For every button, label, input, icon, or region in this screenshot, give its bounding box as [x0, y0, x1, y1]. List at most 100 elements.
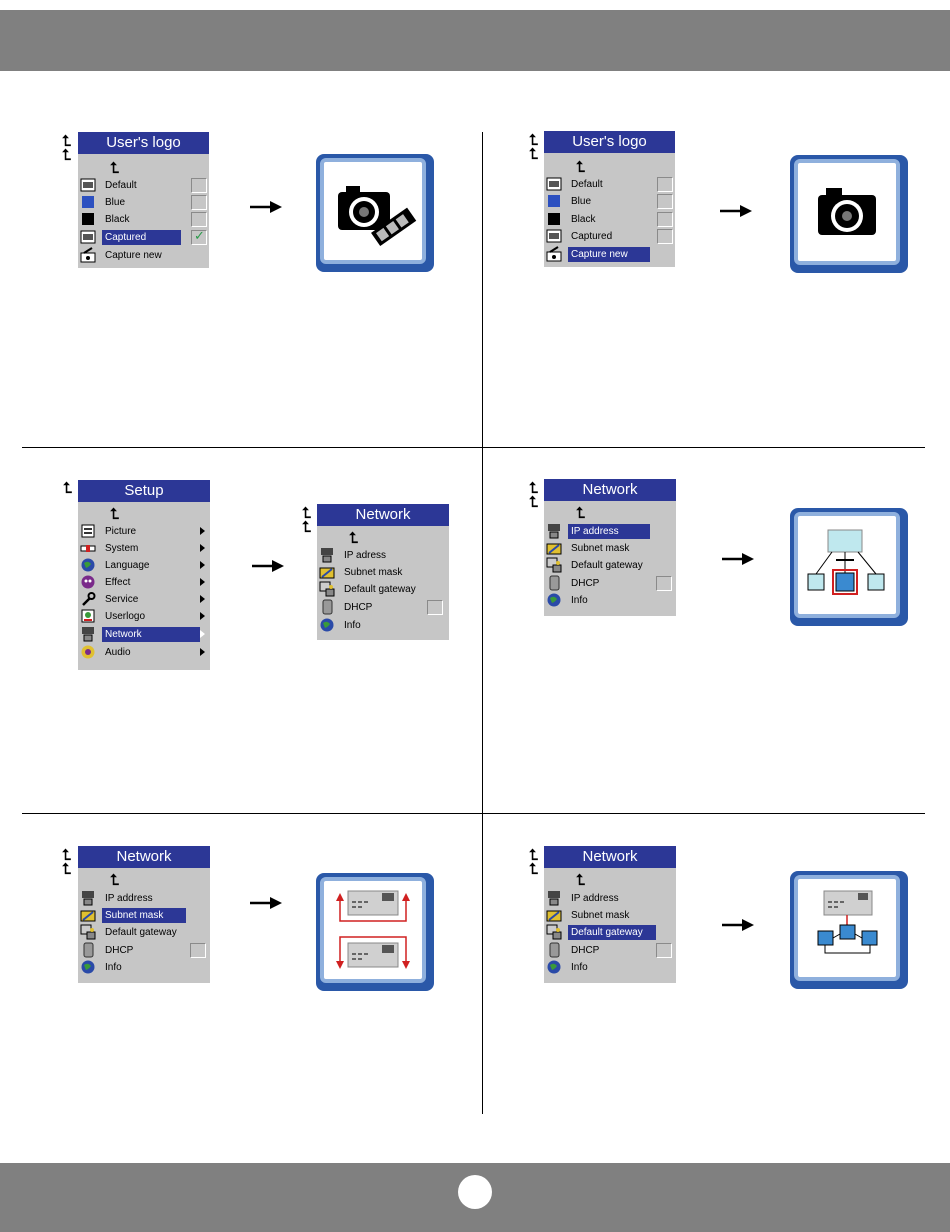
user-logo-menu: User's logo ⮤ Default Blue Black Capture…	[78, 132, 209, 268]
menu-item-blue[interactable]: Blue	[78, 194, 209, 211]
logo-default-icon	[80, 178, 96, 192]
info-globe-icon	[547, 593, 561, 607]
menu-item-default[interactable]: Default	[544, 176, 675, 193]
back-arrow-icon[interactable]: ⮤	[62, 146, 71, 164]
menu-item-dhcp[interactable]: DHCP	[544, 942, 676, 959]
menu-item-default-gateway[interactable]: Default gateway	[544, 557, 676, 574]
menu-item-subnet-mask[interactable]: Subnet mask	[78, 907, 210, 924]
menu-item-ip-address[interactable]: IP address	[78, 890, 210, 907]
subnet-mask-icon	[319, 567, 335, 579]
info-globe-icon	[547, 960, 561, 974]
ip-address-icon	[321, 548, 333, 563]
back-arrow-icon[interactable]: ⮤	[529, 493, 538, 511]
back-arrow-icon[interactable]: ⮤	[529, 131, 538, 149]
menu-item-dhcp[interactable]: DHCP	[317, 599, 449, 616]
logo-default-icon	[546, 177, 562, 191]
menu-item-captured[interactable]: Captured	[544, 228, 675, 245]
menu-item-label: Subnet mask	[571, 543, 630, 554]
menu-item-label: Black	[105, 214, 130, 225]
checkbox[interactable]	[191, 178, 207, 193]
menu-item-info[interactable]: Info	[544, 592, 676, 609]
back-arrow-icon[interactable]: ⮤	[302, 504, 311, 522]
checkbox[interactable]	[427, 600, 443, 615]
menu-item-capture-new[interactable]: Capture new	[544, 246, 675, 263]
menu-item-default[interactable]: Default	[78, 177, 209, 194]
checkbox[interactable]	[657, 229, 673, 244]
menu-item-capture-new[interactable]: Capture new	[78, 247, 209, 264]
dhcp-icon	[322, 599, 333, 615]
black-swatch-icon	[548, 213, 560, 225]
menu-item-ip-address[interactable]: IP address	[544, 523, 676, 540]
default-gateway-icon	[546, 557, 562, 573]
camera-icon	[338, 186, 417, 247]
back-arrow-icon[interactable]: ⮤	[62, 860, 71, 878]
menu-item-label: Effect	[105, 577, 131, 588]
back-arrow-icon[interactable]: ⮤	[62, 132, 71, 150]
checkbox[interactable]	[190, 943, 206, 958]
menu-item-language[interactable]: Language	[78, 557, 210, 574]
menu-item-userlogo[interactable]: Userlogo	[78, 608, 210, 625]
menu-item-subnet-mask[interactable]: Subnet mask	[317, 564, 449, 581]
menu-item-blue[interactable]: Blue	[544, 193, 675, 210]
menu-item-ip-address[interactable]: IP adress	[317, 547, 449, 564]
menu-item-subnet-mask[interactable]: Subnet mask	[544, 907, 676, 924]
menu-item-info[interactable]: Info	[544, 959, 676, 976]
menu-item-dhcp[interactable]: DHCP	[78, 942, 210, 959]
blue-swatch-icon	[82, 196, 94, 208]
gateway-illustration	[790, 871, 908, 989]
right-arrow-icon	[250, 201, 282, 213]
checkbox[interactable]	[656, 943, 672, 958]
back-arrow-icon[interactable]: ⮤	[529, 846, 538, 864]
menu-item-ip-address[interactable]: IP address	[544, 890, 676, 907]
menu-item-black[interactable]: Black	[78, 211, 209, 228]
menu-item-captured[interactable]: Captured	[78, 229, 209, 246]
menu-item-black[interactable]: Black	[544, 211, 675, 228]
network-icon	[807, 529, 885, 595]
menu-item-label: Audio	[105, 647, 131, 658]
menu-item-info[interactable]: Info	[78, 959, 210, 976]
back-arrow-icon[interactable]: ⮤	[529, 860, 538, 878]
back-arrow-icon[interactable]: ⮤	[576, 504, 585, 522]
menu-item-subnet-mask[interactable]: Subnet mask	[544, 540, 676, 557]
menu-item-default-gateway[interactable]: Default gateway	[544, 924, 676, 941]
menu-item-dhcp[interactable]: DHCP	[544, 575, 676, 592]
back-arrow-icon[interactable]: ⮤	[349, 529, 358, 547]
chevron-right-icon	[200, 544, 205, 552]
menu-item-label: DHCP	[571, 945, 600, 956]
menu-item-network[interactable]: Network	[78, 626, 210, 643]
right-arrow-icon	[250, 897, 282, 909]
menu-item-effect[interactable]: Effect	[78, 574, 210, 591]
back-arrow-icon[interactable]: ⮤	[576, 871, 585, 889]
camera-icon	[818, 188, 876, 235]
menu-item-system[interactable]: System	[78, 540, 210, 557]
user-logo-menu: User's logo ⮤ Default Blue Black Capture…	[544, 131, 675, 267]
checkbox[interactable]	[191, 195, 207, 210]
checkbox[interactable]	[657, 194, 673, 209]
menu-item-label: Subnet mask	[344, 567, 403, 578]
setup-menu: Setup ⮤ Picture System Language Effect S…	[78, 480, 210, 670]
checkbox[interactable]	[657, 177, 673, 192]
black-swatch-icon	[82, 213, 94, 225]
back-arrow-icon[interactable]: ⮤	[529, 479, 538, 497]
back-arrow-icon[interactable]: ⮤	[110, 159, 119, 177]
wrench-icon	[82, 592, 96, 606]
back-arrow-icon[interactable]: ⮤	[110, 871, 119, 889]
back-arrow-icon[interactable]: ⮤	[63, 479, 72, 497]
menu-item-label: Subnet mask	[102, 908, 186, 923]
menu-item-default-gateway[interactable]: Default gateway	[317, 581, 449, 598]
back-arrow-icon[interactable]: ⮤	[302, 518, 311, 536]
checkbox[interactable]	[656, 576, 672, 591]
menu-title: Network	[78, 846, 210, 868]
menu-item-info[interactable]: Info	[317, 617, 449, 634]
back-arrow-icon[interactable]: ⮤	[110, 505, 119, 523]
back-arrow-icon[interactable]: ⮤	[576, 158, 585, 176]
menu-item-picture[interactable]: Picture	[78, 523, 210, 540]
menu-item-audio[interactable]: Audio	[78, 644, 210, 661]
back-arrow-icon[interactable]: ⮤	[529, 145, 538, 163]
back-arrow-icon[interactable]: ⮤	[62, 846, 71, 864]
checkbox[interactable]	[191, 212, 207, 227]
menu-item-default-gateway[interactable]: Default gateway	[78, 924, 210, 941]
checkbox[interactable]	[657, 212, 673, 227]
menu-item-service[interactable]: Service	[78, 591, 210, 608]
checkmark-icon[interactable]	[191, 229, 207, 245]
